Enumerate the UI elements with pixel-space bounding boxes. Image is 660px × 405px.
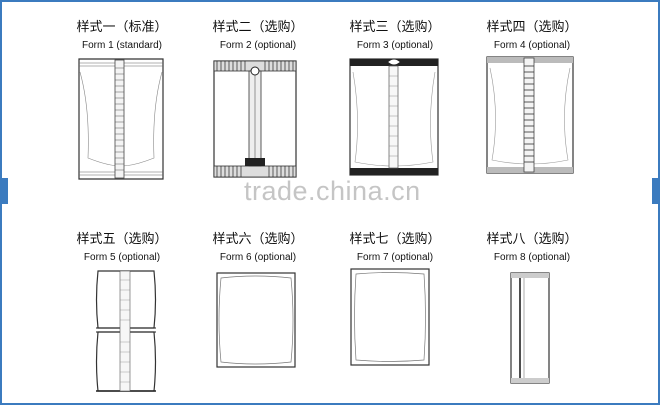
form-8-title-cn: 样式八（选购） xyxy=(486,232,578,247)
form-7-four-side-seal-drawing xyxy=(350,268,430,366)
form-1-pillow-bag-drawing xyxy=(78,58,164,180)
form-6-label: 样式六（选购） Form 6 (optional) xyxy=(188,228,328,263)
form-4-title-en: Form 4 (optional) xyxy=(493,40,571,51)
form-3-euro-hole-bag-drawing xyxy=(349,58,439,176)
form-7-title-en: Form 7 (optional) xyxy=(356,252,434,263)
form-8-label: 样式八（选购） Form 8 (optional) xyxy=(462,228,602,263)
form-2-hang-hole-bag-drawing xyxy=(213,60,297,178)
form-7-title-cn: 样式七（选购） xyxy=(349,232,441,247)
form-6-title-en: Form 6 (optional) xyxy=(219,252,297,263)
form-1-title-cn: 样式一（标准） xyxy=(76,20,168,35)
left-edge-band xyxy=(0,178,8,204)
form-5-title-en: Form 5 (optional) xyxy=(83,252,161,263)
form-4-title-cn: 样式四（选购） xyxy=(486,20,578,35)
form-7-label: 样式七（选购） Form 7 (optional) xyxy=(325,228,465,263)
form-8-stick-pack-drawing xyxy=(510,272,550,384)
form-4-label: 样式四（选购） Form 4 (optional) xyxy=(462,16,602,51)
form-2-title-en: Form 2 (optional) xyxy=(219,40,297,51)
form-1-label: 样式一（标准） Form 1 (standard) xyxy=(52,16,192,51)
form-5-title-cn: 样式五（选购） xyxy=(76,232,168,247)
form-8-title-en: Form 8 (optional) xyxy=(493,252,571,263)
form-5-double-bag-drawing xyxy=(95,270,157,392)
form-6-three-side-seal-drawing xyxy=(216,272,296,368)
form-1-title-en: Form 1 (standard) xyxy=(81,40,163,51)
form-5-label: 样式五（选购） Form 5 (optional) xyxy=(52,228,192,263)
form-4-border-bag-drawing xyxy=(486,56,574,174)
form-2-title-cn: 样式二（选购） xyxy=(212,20,304,35)
form-3-title-cn: 样式三（选购） xyxy=(349,20,441,35)
form-3-title-en: Form 3 (optional) xyxy=(356,40,434,51)
right-edge-band xyxy=(652,178,660,204)
watermark-text: trade.china.cn xyxy=(244,176,421,206)
form-6-title-cn: 样式六（选购） xyxy=(212,232,304,247)
form-3-label: 样式三（选购） Form 3 (optional) xyxy=(325,16,465,51)
form-2-label: 样式二（选购） Form 2 (optional) xyxy=(188,16,328,51)
